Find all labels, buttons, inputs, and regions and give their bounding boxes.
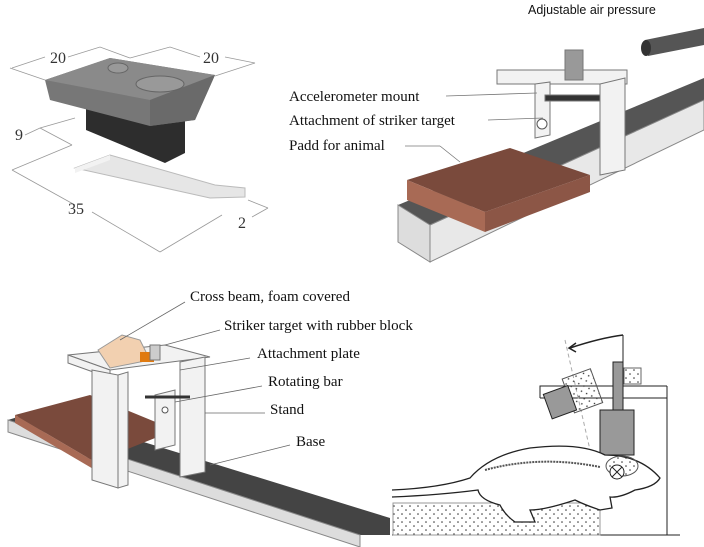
- air-tube: [645, 28, 704, 56]
- dim-width-left: 20: [50, 50, 66, 67]
- label-accelerometer-mount: Accelerometer mount: [289, 89, 420, 105]
- label-stand: Stand: [270, 402, 305, 418]
- animal-pad: [407, 148, 590, 212]
- device-overview: Adjustable air pressure Accelerometer mo…: [289, 3, 704, 263]
- rotation-arrow-icon: [569, 334, 624, 349]
- device-detail: Cross beam, foam covered Striker target …: [7, 289, 413, 547]
- dim-length: 35: [68, 201, 84, 218]
- label-striker-target: Striker target with rubber block: [224, 318, 413, 334]
- part-drawing: 20 20 9 35 2: [9, 46, 269, 253]
- label-base: Base: [296, 434, 326, 450]
- label-cross-beam: Cross beam, foam covered: [190, 289, 350, 305]
- dim-height: 9: [15, 127, 23, 144]
- label-attachment-plate: Attachment plate: [257, 346, 360, 362]
- dim-tip: 2: [238, 215, 246, 232]
- label-animal-pad: Padd for animal: [289, 138, 385, 154]
- dim-width-right: 20: [203, 50, 219, 67]
- label-striker-attachment: Attachment of striker target: [289, 113, 456, 129]
- rat-schematic: [391, 334, 680, 536]
- air-pressure-label: Adjustable air pressure: [528, 3, 656, 17]
- label-rotating-bar: Rotating bar: [268, 374, 343, 390]
